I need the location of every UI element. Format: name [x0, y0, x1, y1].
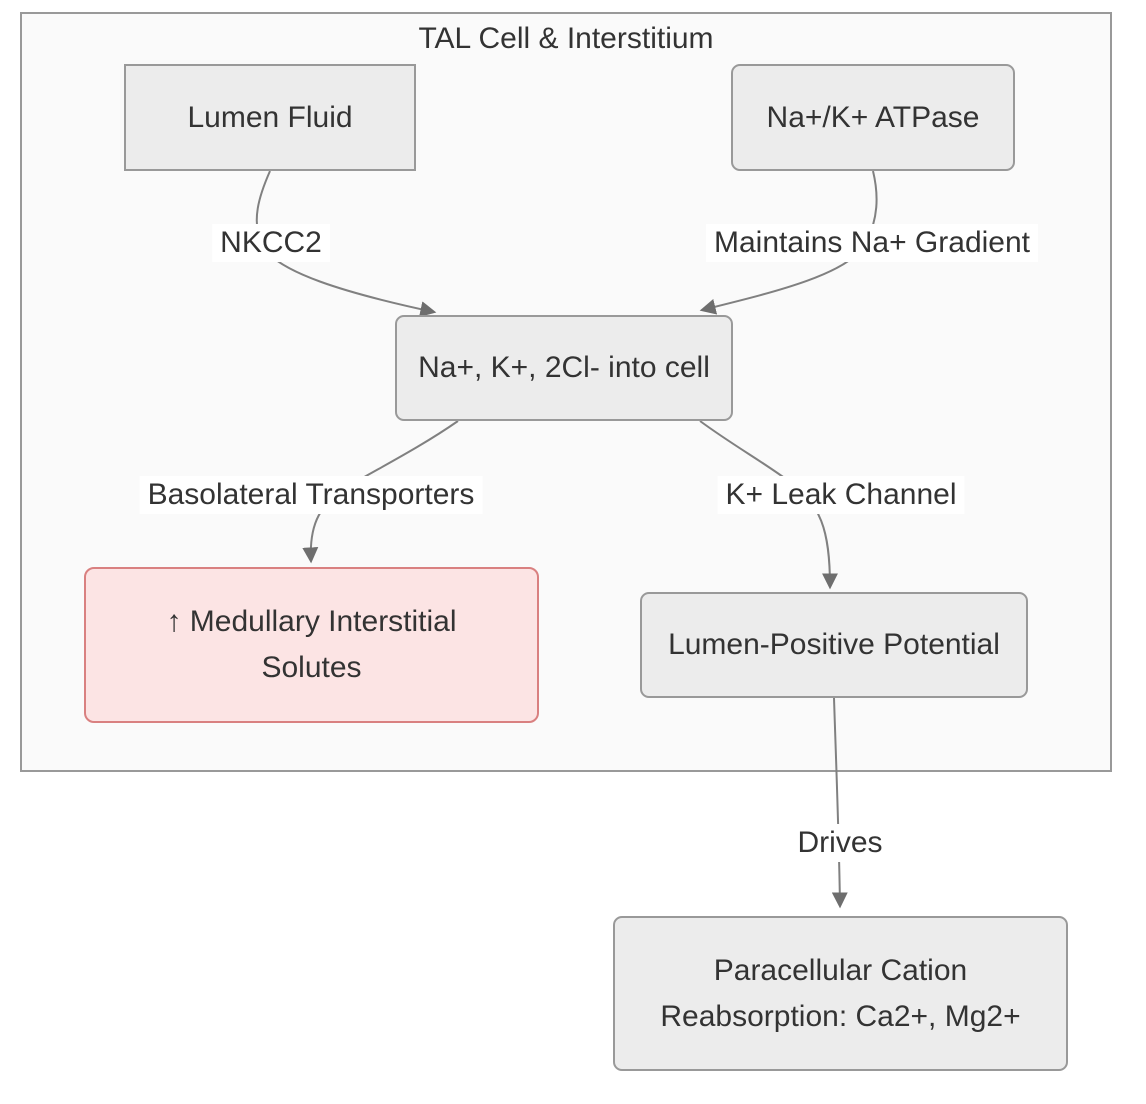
edge-label-basolateral-transporters: Basolateral Transporters — [139, 476, 483, 514]
node-lumen-fluid-label: Lumen Fluid — [187, 100, 353, 134]
node-medullary-line-1: ↑ Medullary Interstitial — [166, 605, 457, 638]
node-cotransport-label: Na+, K+, 2Cl- into cell — [418, 351, 710, 384]
edge-label-maintains-gradient: Maintains Na+ Gradient — [706, 224, 1038, 262]
node-paracellular-line-2: Reabsorption: Ca2+, Mg2+ — [660, 999, 1021, 1033]
node-na-k-atpase: Na+/K+ ATPase — [731, 64, 1015, 171]
node-medullary-solutes-label: ↑ Medullary Interstitial Solutes — [166, 599, 456, 691]
subgraph-title: TAL Cell & Interstitium — [418, 22, 714, 55]
edge-label-k-leak-channel: K+ Leak Channel — [717, 476, 965, 514]
edge-label-drives: Drives — [789, 824, 891, 862]
edge-label-nkcc2: NKCC2 — [212, 224, 330, 262]
node-medullary-solutes: ↑ Medullary Interstitial Solutes — [84, 567, 539, 723]
node-paracellular-label: Paracellular Cation Reabsorption: Ca2+, … — [660, 948, 1020, 1040]
node-na-k-atpase-label: Na+/K+ ATPase — [766, 100, 980, 134]
node-lumen-fluid: Lumen Fluid — [124, 64, 416, 171]
node-lumen-positive-label: Lumen-Positive Potential — [668, 628, 1000, 661]
edge-lumenpositive-paracellular — [831, 697, 848, 909]
node-lumen-positive: Lumen-Positive Potential — [640, 592, 1028, 698]
node-paracellular-line-1: Paracellular Cation — [713, 953, 968, 987]
node-cotransport: Na+, K+, 2Cl- into cell — [395, 315, 733, 421]
node-medullary-line-2: Solutes — [261, 651, 362, 684]
node-paracellular: Paracellular Cation Reabsorption: Ca2+, … — [613, 916, 1068, 1071]
